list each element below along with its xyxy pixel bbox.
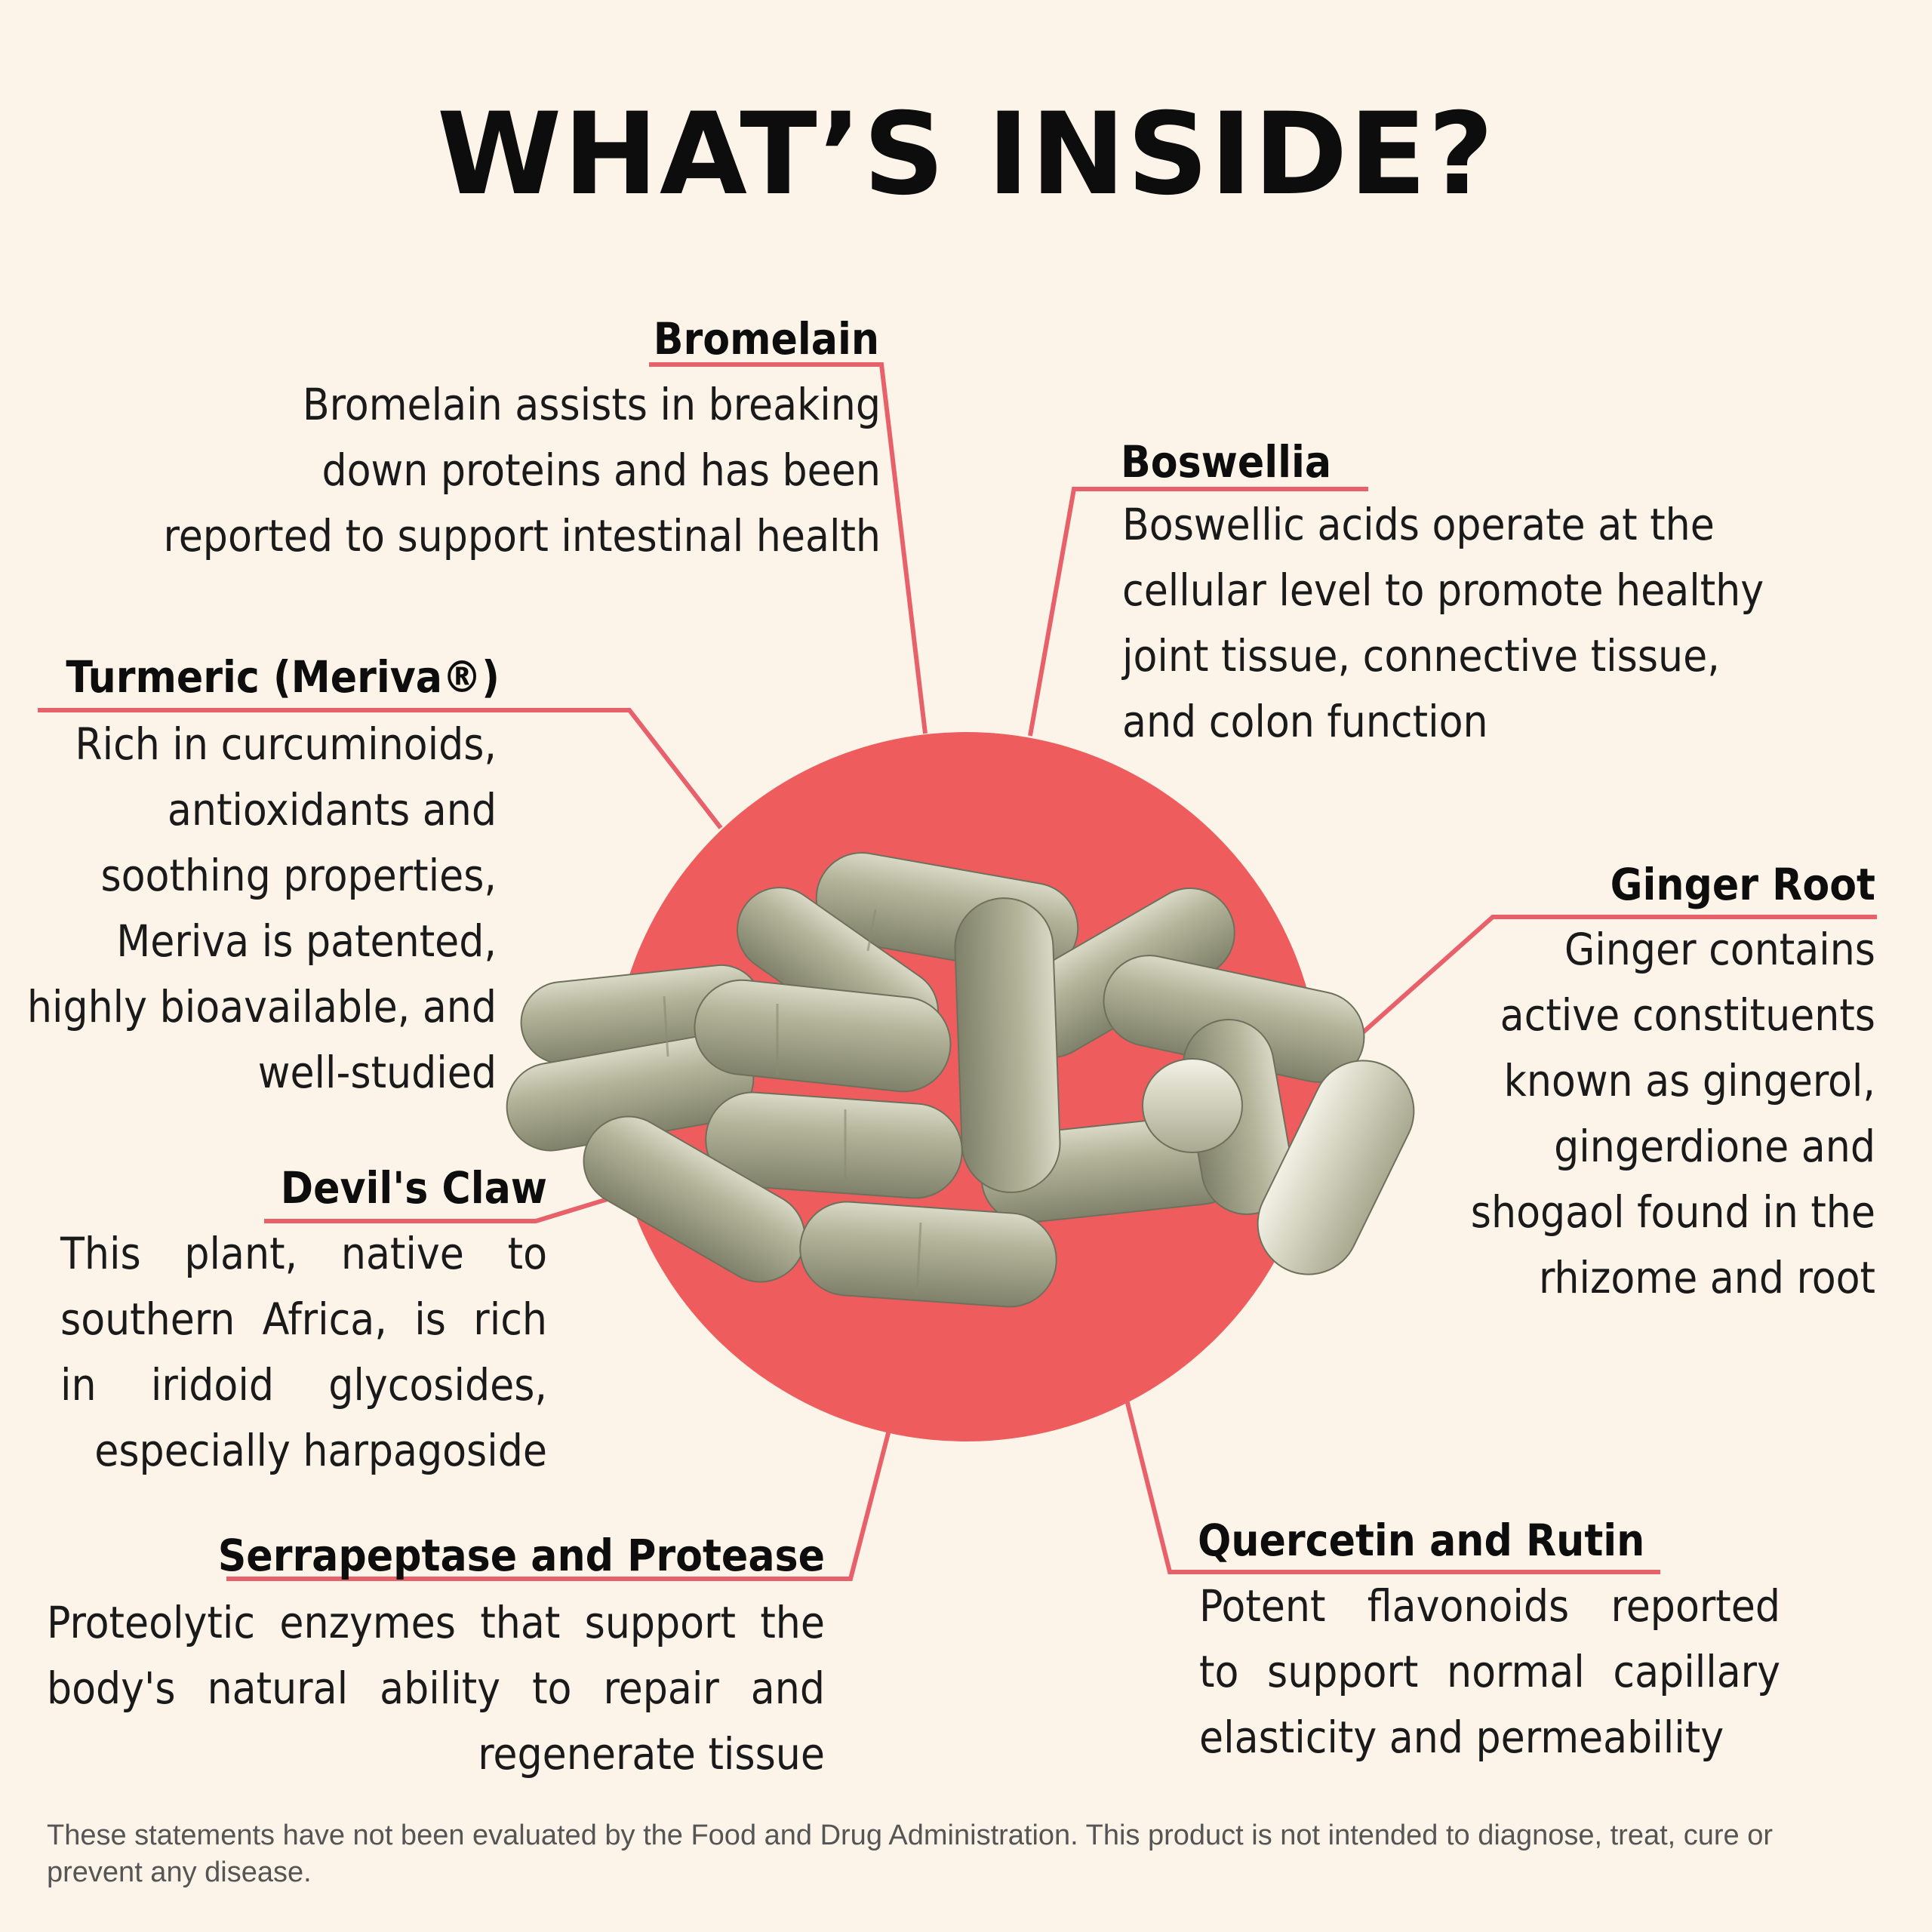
fda-disclaimer: These statements have not been evaluated…	[47, 1820, 1774, 1888]
description-line: Meriva is patented,	[116, 915, 497, 967]
description-line: Ginger contains	[1564, 924, 1875, 975]
description-line: cellular level to promote healthy	[1122, 565, 1764, 616]
serrapeptase-line	[226, 1429, 891, 1581]
ginger-line	[1334, 915, 1877, 1059]
description-line: soothing properties,	[100, 850, 497, 901]
devils-claw-line	[264, 1194, 618, 1223]
description-line: and colon function	[1122, 696, 1488, 747]
description-line: antioxidants and	[167, 784, 497, 835]
description-line: to support normal capillary	[1199, 1646, 1780, 1697]
bromelain-description: Bromelain assists in breaking down prote…	[51, 372, 881, 569]
description-line: Boswellic acids operate at the	[1122, 499, 1715, 550]
ginger-root-heading: Ginger Root	[1610, 859, 1875, 910]
page-title: WHAT’S INSIDE?	[436, 89, 1496, 220]
description-line: This plant, native to	[60, 1228, 547, 1279]
capsule	[799, 1201, 1057, 1308]
turmeric-line	[38, 708, 723, 829]
capsule	[583, 1115, 806, 1283]
capsule-end	[1142, 1058, 1243, 1153]
description-line: shogaol found in the	[1470, 1186, 1875, 1238]
capsule	[705, 1091, 963, 1199]
description-line: known as gingerol,	[1503, 1055, 1875, 1106]
capsule	[694, 979, 952, 1093]
bromelain-line	[649, 362, 928, 734]
boswellia-line	[1028, 487, 1368, 737]
boswellia-heading: Boswellia	[1121, 436, 1332, 488]
quercetin-description: Potent flavonoids reported to support no…	[1199, 1574, 1780, 1770]
turmeric-heading: Turmeric (Meriva®)	[66, 651, 500, 703]
description-line: highly bioavailable, and	[26, 981, 497, 1032]
quercetin-heading: Quercetin and Rutin	[1198, 1515, 1645, 1566]
description-line: regenerate tissue	[478, 1728, 825, 1780]
description-line: Proteolytic enzymes that support the	[47, 1597, 825, 1648]
capsule	[954, 897, 1061, 1193]
bromelain-heading: Bromelain	[653, 313, 879, 365]
capsule	[1257, 1060, 1415, 1275]
description-line: elasticity and permeability	[1199, 1712, 1724, 1763]
description-line: joint tissue, connective tissue,	[1122, 630, 1720, 681]
quercetin-line	[1124, 1399, 1660, 1574]
description-line: reported to support intestinal health	[163, 510, 881, 561]
description-line: well-studied	[257, 1047, 497, 1098]
callout-lines	[38, 362, 1877, 1581]
description-line: especially harpagoside	[94, 1425, 547, 1476]
capsule-pile	[506, 852, 1415, 1308]
devils-claw-heading: Devil's Claw	[280, 1162, 547, 1214]
description-line: Bromelain assists in breaking	[302, 379, 881, 430]
description-line: Potent flavonoids reported	[1199, 1580, 1780, 1632]
description-line: down proteins and has been	[321, 445, 881, 496]
description-line: body's natural ability to repair and	[47, 1663, 825, 1714]
boswellia-description: Boswellic acids operate at the cellular …	[1122, 492, 1877, 755]
description-line: southern Africa, is rich	[60, 1294, 547, 1345]
devils-claw-description: This plant, native to southern Africa, i…	[60, 1221, 547, 1484]
description-line: active constituents	[1500, 989, 1875, 1041]
ginger-root-description: Ginger contains active constituents know…	[1347, 917, 1875, 1311]
description-line: rhizome and root	[1538, 1252, 1875, 1303]
turmeric-description: Rich in curcuminoids, antioxidants and s…	[0, 712, 497, 1106]
capsule-seams	[663, 909, 922, 1295]
serrapeptase-description: Proteolytic enzymes that support the bod…	[47, 1590, 825, 1787]
description-line: in iridoid glycosides,	[60, 1359, 547, 1411]
description-line: gingerdione and	[1554, 1121, 1875, 1172]
serrapeptase-heading: Serrapeptase and Protease	[217, 1530, 825, 1581]
description-line: Rich in curcuminoids,	[75, 718, 497, 770]
